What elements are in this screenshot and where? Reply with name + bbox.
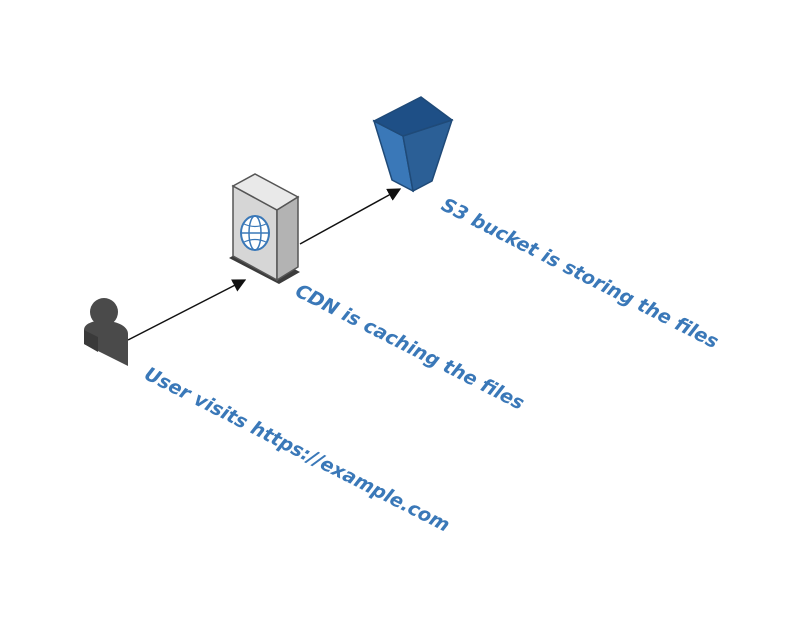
globe-icon <box>240 215 270 251</box>
bucket-label: S3 bucket is storing the files <box>438 194 722 353</box>
cdn-label: CDN is caching the files <box>292 280 528 415</box>
arrow-cdn-to-bucket <box>299 188 402 245</box>
s3-bucket-icon <box>372 96 454 193</box>
user-icon <box>84 298 128 366</box>
user-label: User visits https://example.com <box>141 363 453 537</box>
arrow-user-to-cdn <box>127 279 247 341</box>
cdn-server-icon <box>229 173 300 284</box>
